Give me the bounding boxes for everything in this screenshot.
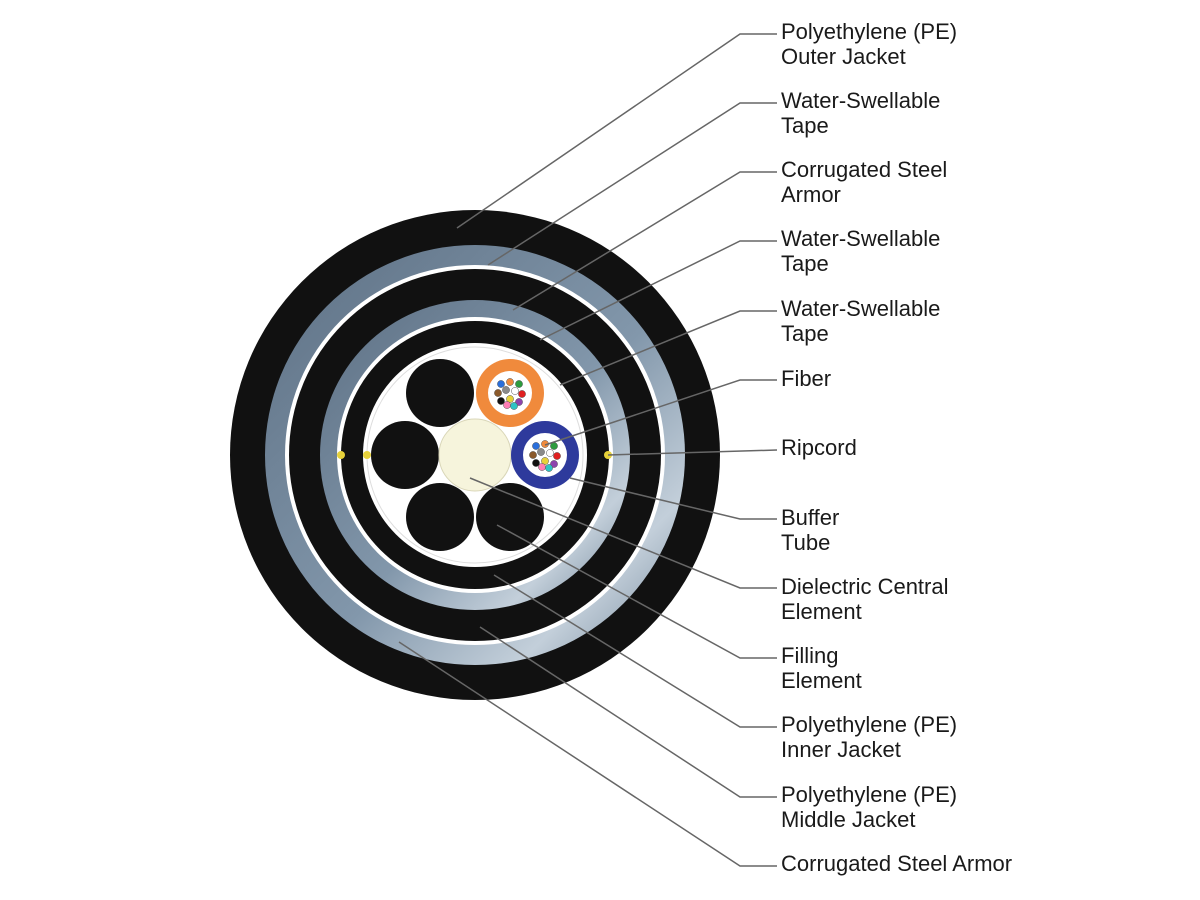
leader-line-middle-jacket: [479, 626, 777, 798]
filling-element: [406, 359, 474, 427]
label-line: Fiber: [781, 366, 832, 391]
fiber-bundle-orange: [494, 378, 526, 410]
label-water-swellable-tape-3: Water-Swellable Tape: [781, 296, 940, 346]
fiber: [497, 380, 505, 388]
label-water-swellable-tape-2: Water-Swellable Tape: [781, 226, 940, 276]
label-outer-corrugated-steel-armor: Corrugated Steel Armor: [781, 851, 1012, 876]
fiber: [529, 451, 537, 459]
leader-line-outer-corrugated-steel-armor: [398, 641, 777, 867]
label-line: Element: [781, 668, 862, 693]
fiber: [497, 397, 505, 405]
label-line: Polyethylene (PE): [781, 712, 958, 737]
leader-line-water-swellable-tape-1: [487, 102, 777, 266]
label-line: Tape: [781, 321, 829, 346]
label-line: Middle Jacket: [781, 807, 916, 832]
label-line: Tape: [781, 113, 829, 138]
fiber: [538, 463, 546, 471]
label-line: Tape: [781, 251, 829, 276]
label-line: Water-Swellable: [781, 296, 941, 321]
label-line: Corrugated Steel: [781, 157, 948, 182]
fiber: [515, 398, 523, 406]
label-line: Corrugated Steel Armor: [781, 851, 1013, 876]
fiber: [550, 460, 558, 468]
fiber: [532, 459, 540, 467]
label-filling-element: Filling Element: [781, 643, 862, 693]
filling-element: [406, 483, 474, 551]
leader-line-water-swellable-tape-3: [559, 310, 777, 386]
leader-line-ripcord: [607, 449, 778, 456]
fiber: [546, 449, 554, 457]
label-line: Filling: [781, 643, 839, 668]
label-middle-jacket: Polyethylene (PE) Middle Jacket: [781, 782, 957, 832]
leader-line-fiber: [544, 379, 777, 446]
fiber-bundle-blue: [529, 440, 561, 472]
label-water-swellable-tape-1: Water-Swellable Tape: [781, 88, 940, 138]
fiber: [537, 448, 545, 456]
label-line: Water-Swellable: [781, 88, 941, 113]
label-line: Ripcord: [781, 435, 857, 460]
fiber: [553, 452, 561, 460]
ripcord: [337, 451, 345, 459]
label-outer-jacket: Polyethylene (PE) Outer Jacket: [781, 19, 957, 69]
label-corrugated-steel-armor: Corrugated Steel Armor: [781, 157, 947, 207]
filling-element: [371, 421, 439, 489]
fiber: [518, 390, 526, 398]
label-dielectric-central-element: Dielectric Central Element: [781, 574, 949, 624]
label-line: Tube: [781, 530, 831, 555]
fiber: [532, 442, 540, 450]
fiber: [511, 387, 519, 395]
fiber: [494, 389, 502, 397]
label-line: Dielectric Central: [781, 574, 949, 599]
cable-cross-section: [230, 210, 720, 700]
label-fiber: Fiber: [781, 366, 831, 391]
leader-line-outer-jacket: [456, 33, 777, 229]
label-line: Element: [781, 599, 862, 624]
label-line: Armor: [781, 182, 841, 207]
label-line: Water-Swellable: [781, 226, 941, 251]
fiber: [503, 401, 511, 409]
label-line: Inner Jacket: [781, 737, 901, 762]
leader-line-water-swellable-tape-2: [539, 240, 777, 341]
label-line: Buffer: [781, 505, 840, 530]
label-line: Polyethylene (PE): [781, 19, 958, 44]
ripcord: [363, 451, 371, 459]
label-ripcord: Ripcord: [781, 435, 857, 460]
leader-line-inner-jacket: [493, 574, 777, 728]
fiber: [506, 378, 514, 386]
leader-line-dielectric-central-element: [469, 477, 777, 589]
filling-element: [476, 483, 544, 551]
label-buffer-tube: Buffer Tube: [781, 505, 839, 555]
label-inner-jacket: Polyethylene (PE) Inner Jacket: [781, 712, 957, 762]
fiber: [515, 380, 523, 388]
fiber: [502, 386, 510, 394]
fiber: [510, 402, 518, 410]
label-line: Outer Jacket: [781, 44, 906, 69]
fiber: [545, 464, 553, 472]
label-line: Polyethylene (PE): [781, 782, 958, 807]
leader-line-buffer-tube: [569, 477, 777, 520]
leader-lines: [398, 33, 778, 867]
leader-line-filling-element: [496, 524, 777, 659]
leader-line-corrugated-steel-armor: [512, 171, 777, 311]
